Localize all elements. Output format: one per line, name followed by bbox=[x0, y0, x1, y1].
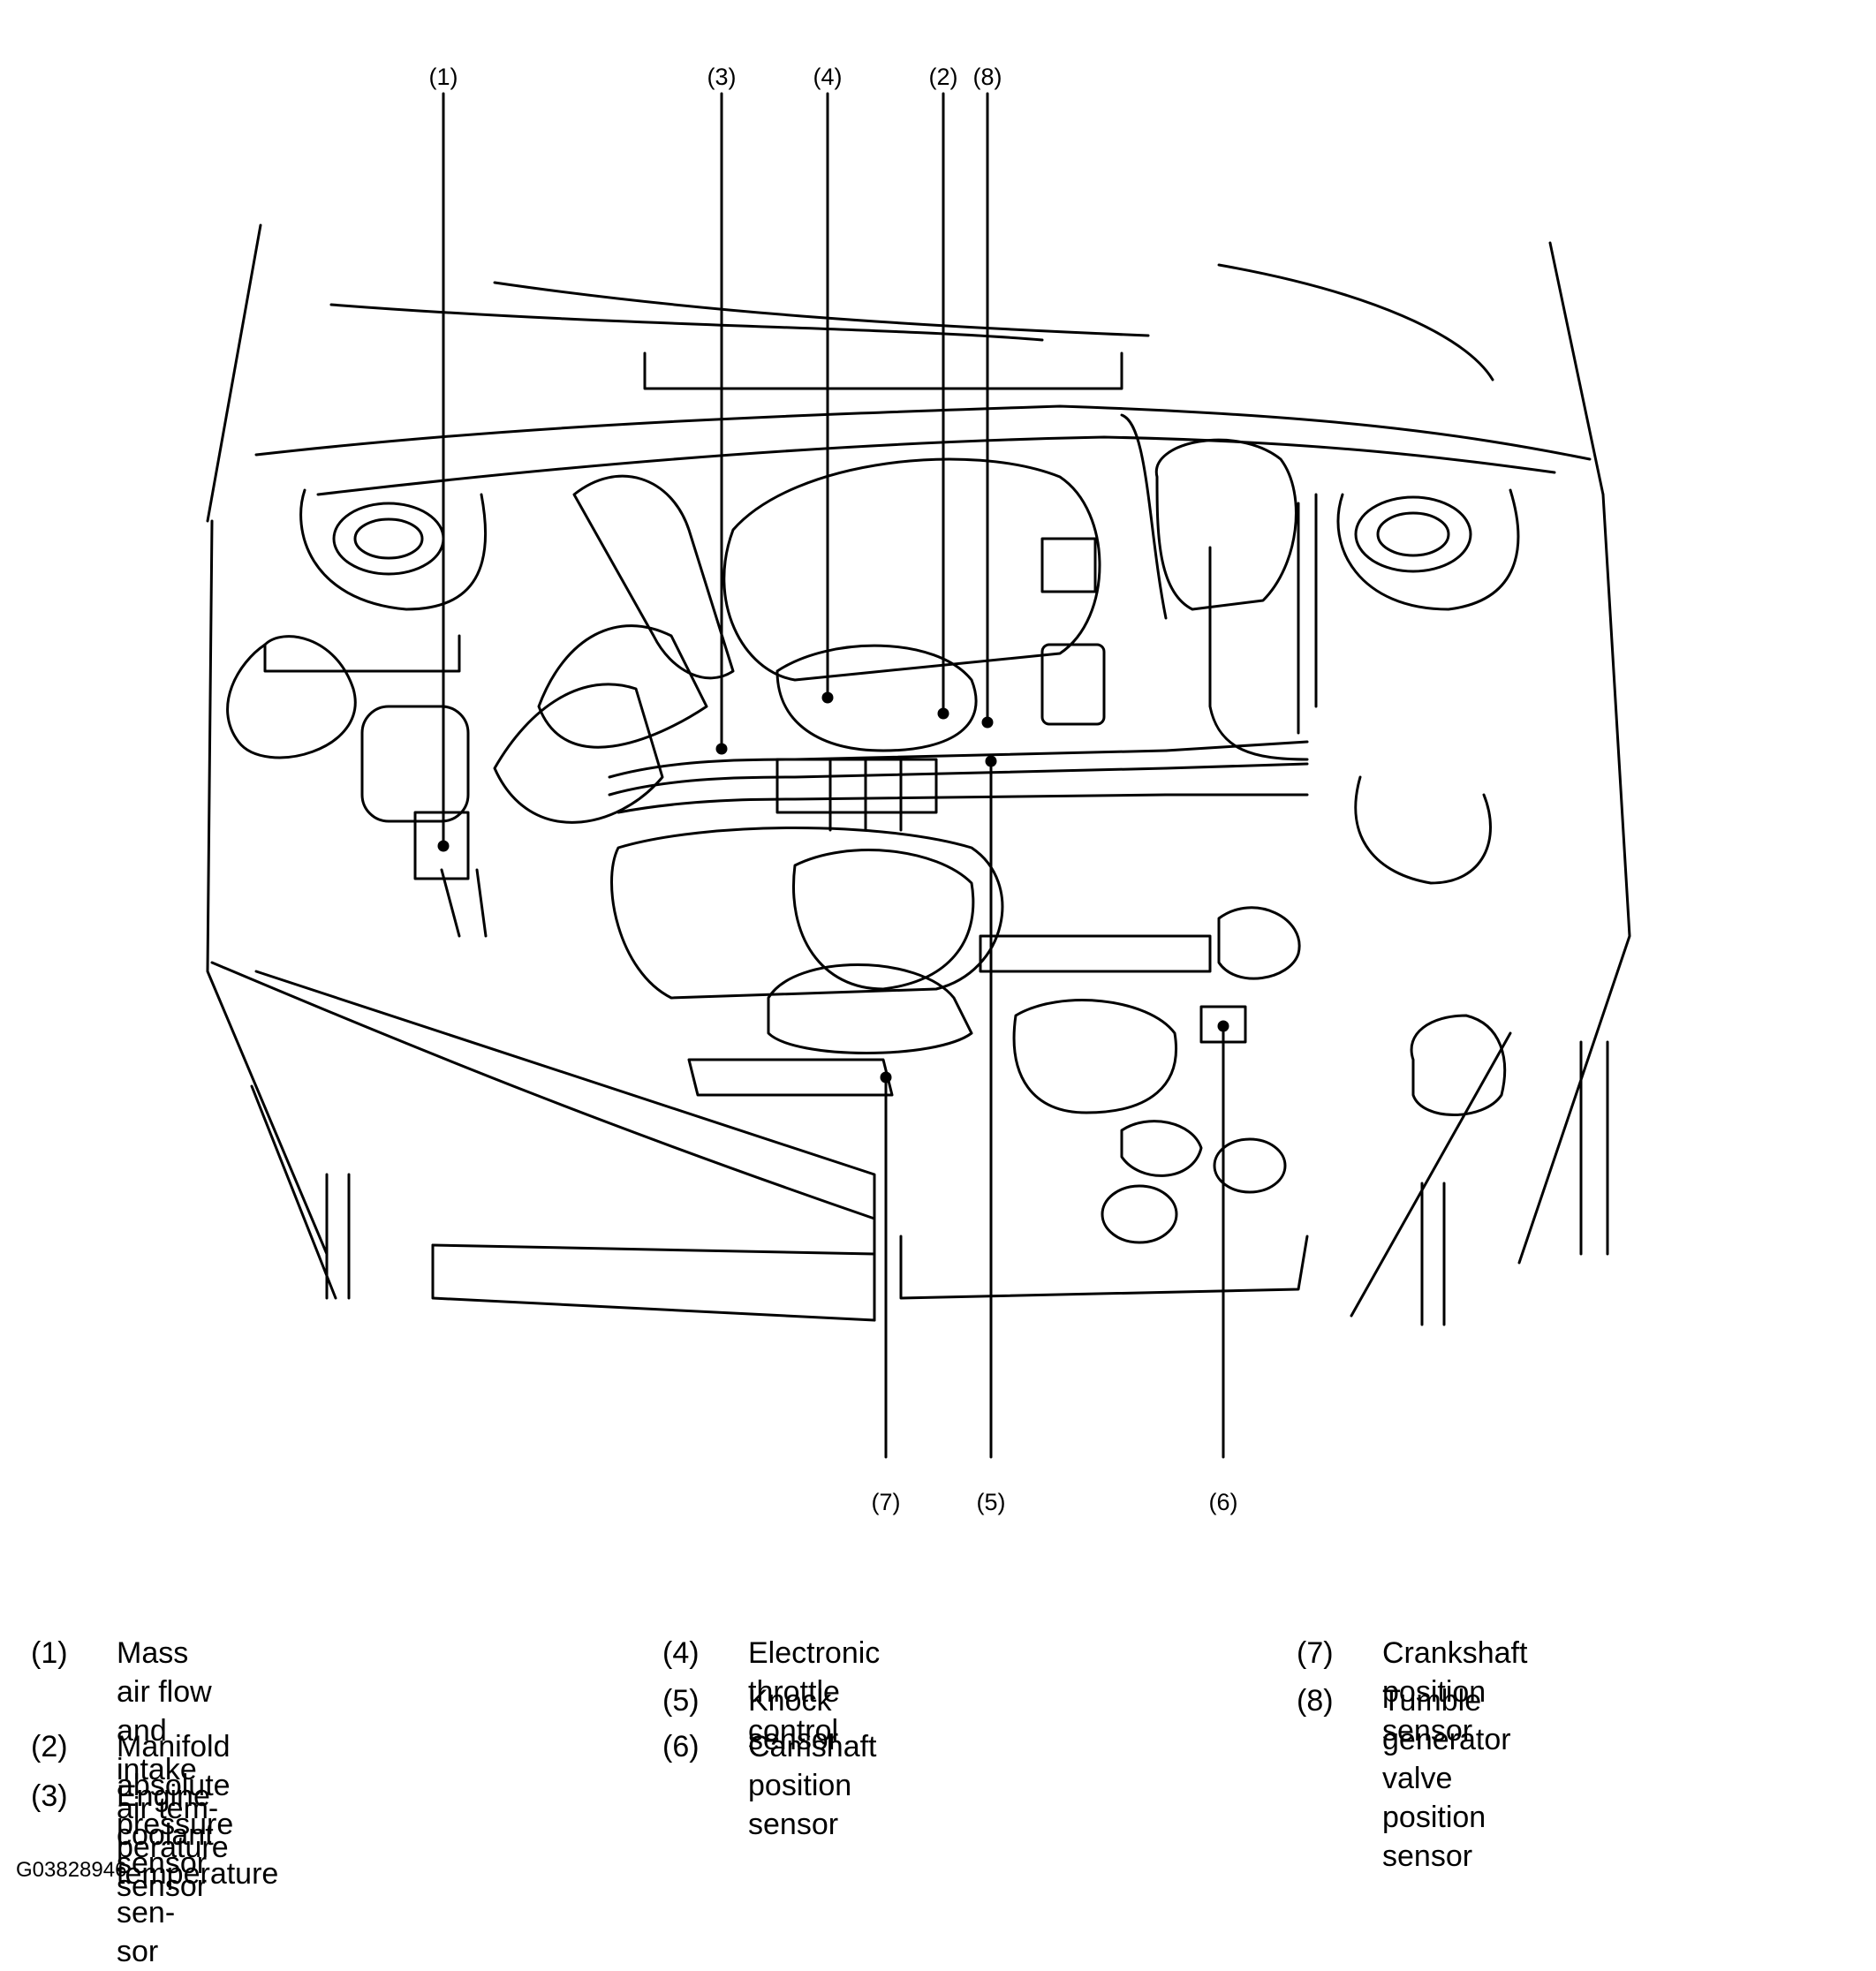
legend-number: (8) bbox=[1297, 1684, 1334, 1718]
legend-text-line: Engine coolant temperature sen- bbox=[117, 1779, 279, 1929]
legend-text-line: Electronic throttle control bbox=[748, 1636, 881, 1748]
legend-number: (6) bbox=[662, 1730, 700, 1763]
legend-text-line: Crankshaft position sensor bbox=[1382, 1636, 1528, 1748]
legend-number: (4) bbox=[662, 1636, 700, 1670]
callout-7: (7) bbox=[871, 1489, 901, 1515]
legend-number: (7) bbox=[1297, 1636, 1334, 1670]
engine-compartment-diagram bbox=[206, 92, 1631, 1459]
legend-number: (3) bbox=[31, 1779, 68, 1813]
legend-number: (2) bbox=[31, 1730, 68, 1763]
legend-text-line: Tumble generator valve position bbox=[1382, 1684, 1511, 1834]
callout-6: (6) bbox=[1208, 1489, 1238, 1515]
legend-text-line: sensor bbox=[1382, 1839, 1473, 1873]
legend-text-line: Manifold absolute pressure sensor bbox=[117, 1730, 234, 1880]
legend-text-line: Camshaft position sensor bbox=[748, 1730, 877, 1841]
callout-1: (1) bbox=[428, 64, 458, 90]
figure-id: G03828946 bbox=[16, 1858, 127, 1882]
legend-number: (1) bbox=[31, 1636, 68, 1670]
legend-text-line: perature sensor bbox=[117, 1831, 229, 1903]
callout-5: (5) bbox=[976, 1489, 1006, 1515]
callout-3: (3) bbox=[707, 64, 737, 90]
callout-8: (8) bbox=[972, 64, 1002, 90]
callout-4: (4) bbox=[813, 64, 843, 90]
legend-text-line: Mass air flow and intake air tem- bbox=[117, 1636, 219, 1825]
legend-text-line: sor bbox=[117, 1935, 159, 1968]
legend-number: (5) bbox=[662, 1684, 700, 1718]
legend-text-line: Knock sensor bbox=[748, 1684, 839, 1756]
callout-2: (2) bbox=[928, 64, 958, 90]
